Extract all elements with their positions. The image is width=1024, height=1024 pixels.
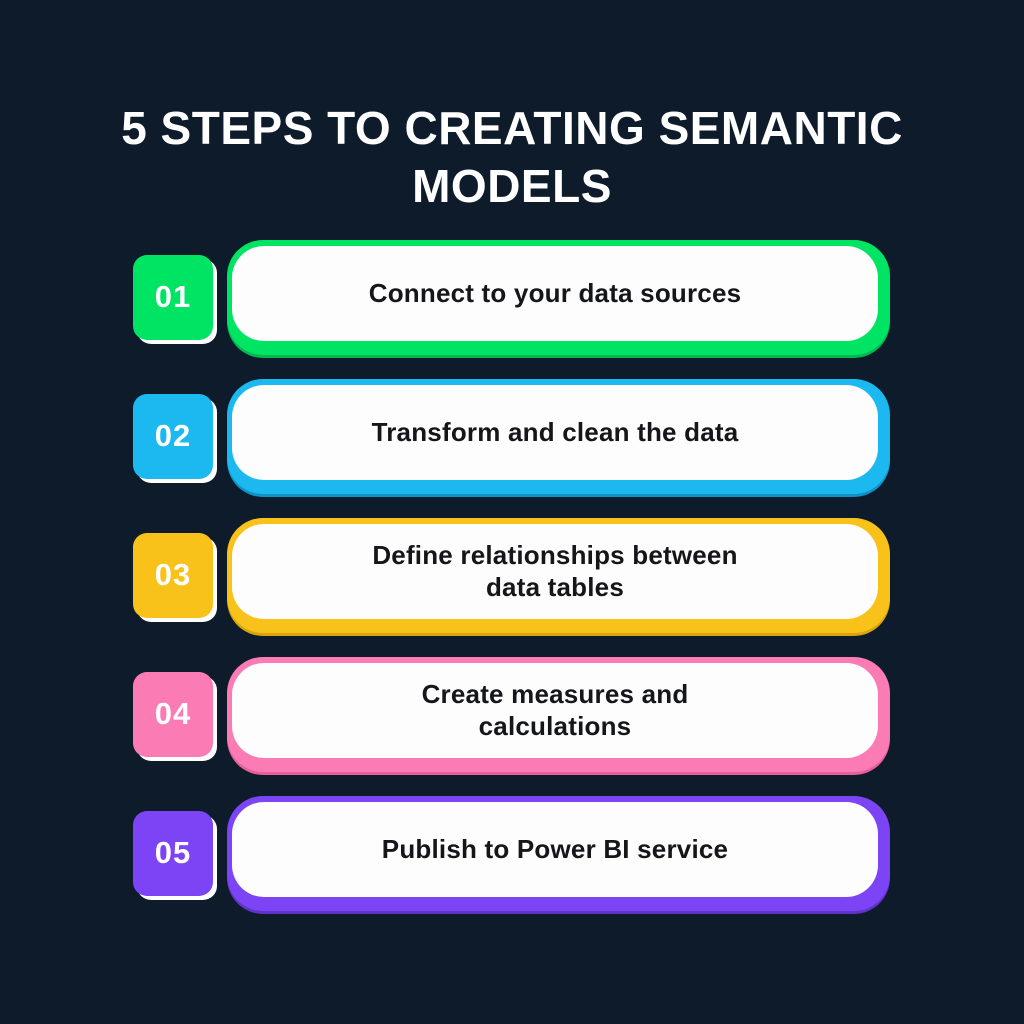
step-2-pill-inner: Transform and clean the data bbox=[232, 384, 878, 480]
step-number: 01 bbox=[154, 279, 192, 315]
step-row-1: 01 Connect to your data sources bbox=[133, 239, 890, 355]
step-row-4: 04 Create measures and calculations bbox=[133, 656, 890, 772]
step-2-pill: Transform and clean the data bbox=[227, 378, 890, 494]
step-number: 02 bbox=[154, 418, 192, 454]
step-3-pill-inner: Define relationships between data tables bbox=[232, 523, 878, 619]
step-row-5: 05 Publish to Power BI service bbox=[133, 795, 890, 911]
step-label: Transform and clean the data bbox=[371, 417, 739, 448]
step-row-3: 03 Define relationships between data tab… bbox=[133, 517, 890, 633]
step-1-pill: Connect to your data sources bbox=[227, 239, 890, 355]
step-number: 04 bbox=[154, 696, 192, 732]
step-4-pill-inner: Create measures and calculations bbox=[232, 662, 878, 758]
step-4-number-badge: 04 bbox=[133, 671, 213, 757]
step-5-number-badge: 05 bbox=[133, 810, 213, 896]
step-label: Create measures and calculations bbox=[421, 678, 689, 742]
step-5-pill: Publish to Power BI service bbox=[227, 795, 890, 911]
step-5-pill-inner: Publish to Power BI service bbox=[232, 801, 878, 897]
step-3-number-badge: 03 bbox=[133, 532, 213, 618]
step-1-pill-inner: Connect to your data sources bbox=[232, 245, 878, 341]
step-label: Publish to Power BI service bbox=[381, 834, 729, 865]
step-number: 03 bbox=[154, 557, 192, 593]
step-4-pill: Create measures and calculations bbox=[227, 656, 890, 772]
step-2-number-badge: 02 bbox=[133, 393, 213, 479]
step-number: 05 bbox=[154, 835, 192, 871]
step-1-number-badge: 01 bbox=[133, 254, 213, 340]
step-label: Define relationships between data tables bbox=[372, 539, 738, 603]
steps-list: 01 Connect to your data sources 02 Trans… bbox=[0, 239, 1024, 911]
step-3-pill: Define relationships between data tables bbox=[227, 517, 890, 633]
step-row-2: 02 Transform and clean the data bbox=[133, 378, 890, 494]
step-label: Connect to your data sources bbox=[368, 278, 742, 309]
page-title: 5 STEPS TO CREATING SEMANTIC MODELS bbox=[121, 102, 903, 212]
